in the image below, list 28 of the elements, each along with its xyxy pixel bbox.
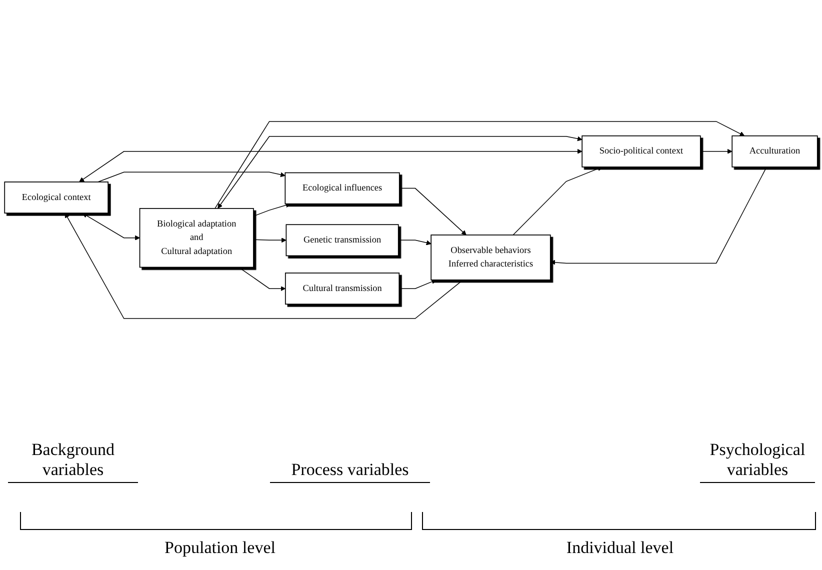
level-label: Individual level: [565, 538, 675, 558]
arrow: [82, 212, 140, 240]
level-label: Population level: [164, 538, 276, 558]
variable-heading: Psychological variables: [700, 440, 815, 483]
arrow: [64, 212, 464, 319]
arrow: [399, 188, 466, 236]
arrow: [238, 266, 286, 292]
node-box: Ecological influences: [284, 172, 400, 204]
variable-heading: Background variables: [8, 440, 138, 483]
node-box: Acculturation: [732, 135, 818, 168]
arrow: [79, 148, 582, 182]
variable-heading: Process variables: [270, 460, 430, 483]
node-box: Cultural transmission: [284, 272, 400, 305]
arrow: [550, 166, 767, 265]
arrow: [97, 172, 286, 182]
arrow: [398, 240, 432, 246]
arrow: [700, 148, 732, 154]
arrow: [214, 121, 745, 209]
node-box: Socio-political context: [582, 135, 701, 168]
arrow: [512, 166, 603, 236]
arrow: [398, 279, 436, 289]
node-box: Ecological context: [4, 182, 108, 214]
node-box: Genetic transmission: [286, 224, 399, 256]
arrow: [253, 202, 291, 217]
node-box: Biological adaptation and Cultural adaptation: [139, 208, 254, 268]
arrow: [218, 136, 582, 209]
arrow: [253, 238, 286, 243]
node-box: Observable behaviors Inferred characteristics: [430, 234, 551, 280]
